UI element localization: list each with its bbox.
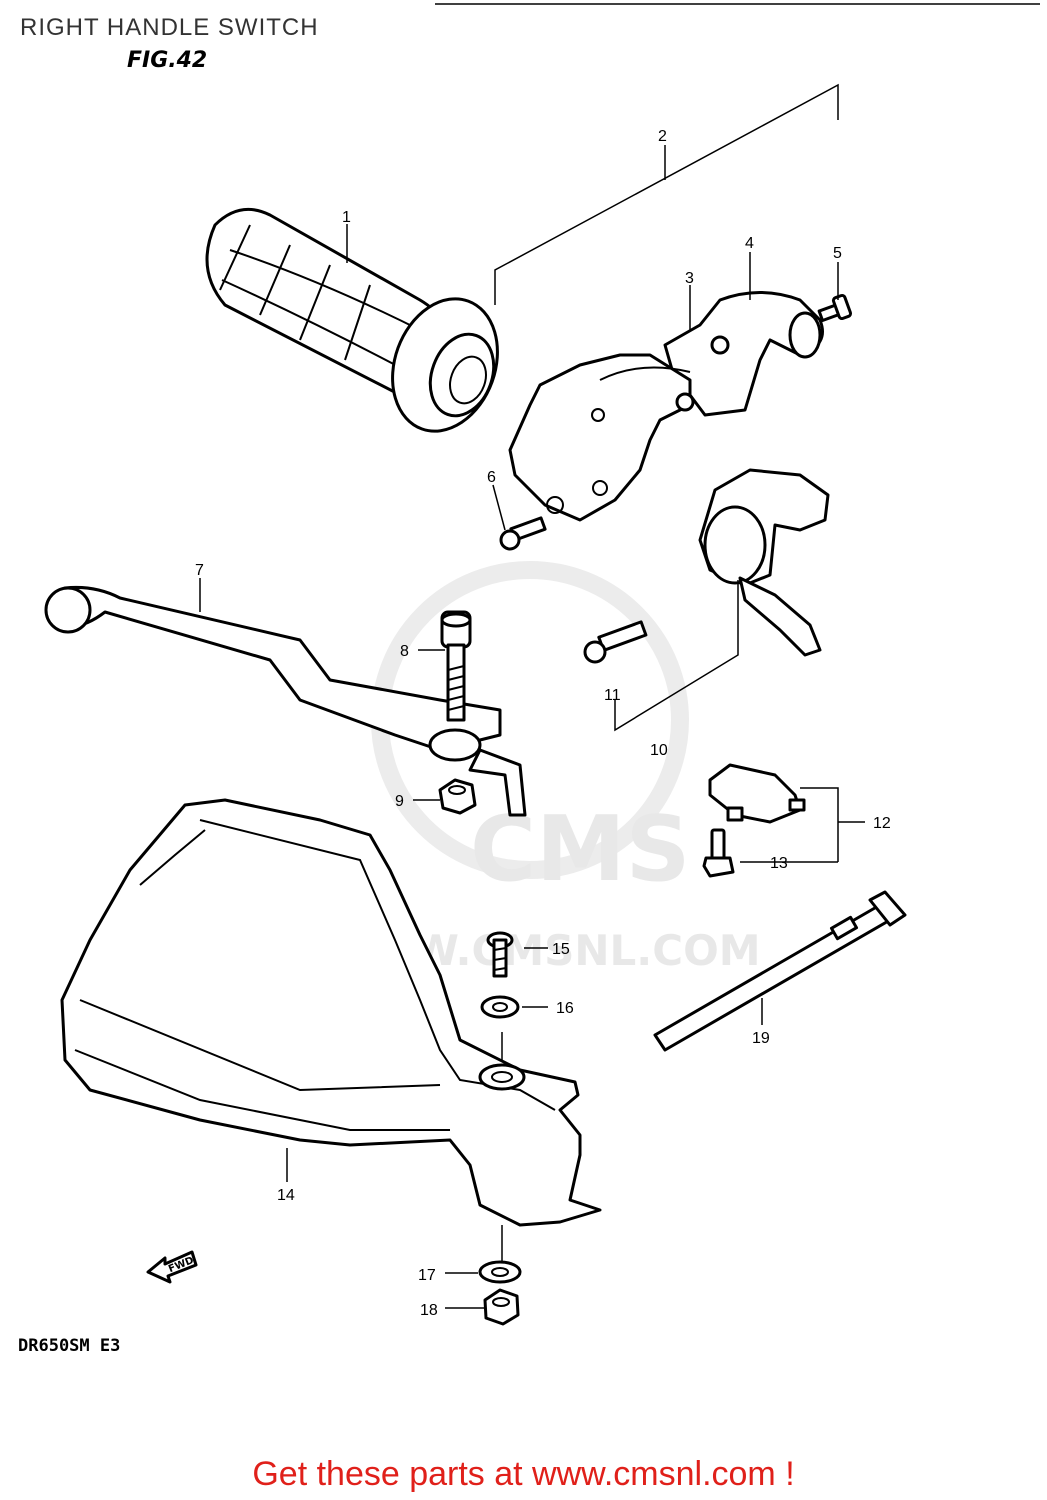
switch-10[interactable]: [698, 468, 830, 657]
throttle-grip[interactable]: [205, 207, 515, 446]
callout-numbers: 1 2 3 4 5 6 7 8 9 10 11 12 13 14 15 16 1…: [195, 128, 891, 1319]
callout-9: 9: [395, 793, 404, 810]
callout-18: 18: [420, 1302, 438, 1319]
screw-11[interactable]: [583, 580, 739, 732]
brake-switch-12[interactable]: [708, 763, 865, 862]
callout-7: 7: [195, 562, 204, 579]
screw-5[interactable]: [817, 293, 853, 322]
callout-12: 12: [873, 815, 891, 832]
leader-lines: [199, 224, 839, 1309]
bolt-15[interactable]: [486, 931, 514, 978]
callout-13: 13: [770, 855, 788, 872]
callout-10: 10: [650, 742, 668, 759]
throttle-housing-upper[interactable]: [663, 291, 824, 417]
callout-5: 5: [833, 245, 842, 262]
bracket-2: [494, 83, 839, 305]
knuckle-guard[interactable]: [60, 798, 602, 1227]
watermark: CMS WWW.CMSNL.COM: [320, 561, 761, 975]
page-title: RIGHT HANDLE SWITCH: [20, 14, 319, 41]
washer-16[interactable]: [480, 995, 520, 1019]
pivot-bolt-8[interactable]: [440, 610, 472, 722]
callout-4: 4: [745, 235, 754, 252]
callout-16: 16: [556, 1000, 574, 1017]
callout-2: 2: [658, 128, 667, 145]
callout-1: 1: [342, 209, 351, 226]
callout-19: 19: [752, 1030, 770, 1047]
figure-label: FIG.42: [127, 48, 208, 73]
nut-9[interactable]: [438, 778, 477, 815]
callout-3: 3: [685, 270, 694, 287]
fwd-arrow: FWD: [146, 1250, 198, 1284]
screw-6[interactable]: [499, 516, 547, 551]
callout-6: 6: [487, 469, 496, 486]
brake-lever[interactable]: [44, 586, 527, 817]
watermark-brand: CMS: [470, 797, 690, 902]
callout-11: 11: [604, 687, 621, 704]
model-code: DR650SM E3: [18, 1336, 121, 1356]
throttle-housing-lower[interactable]: [508, 353, 695, 522]
footer-promo[interactable]: Get these parts at www.cmsnl.com !: [252, 1455, 795, 1493]
screw-13[interactable]: [702, 828, 838, 878]
callout-17: 17: [418, 1267, 436, 1284]
callout-8: 8: [400, 643, 409, 660]
nut-18[interactable]: [483, 1288, 520, 1326]
exploded-parts-diagram: CMS WWW.CMSNL.COM: [44, 3, 1040, 1326]
callout-14: 14: [277, 1187, 295, 1204]
cable-tie-19[interactable]: [653, 890, 907, 1052]
callout-15: 15: [552, 941, 570, 958]
washer-17[interactable]: [478, 1260, 522, 1284]
